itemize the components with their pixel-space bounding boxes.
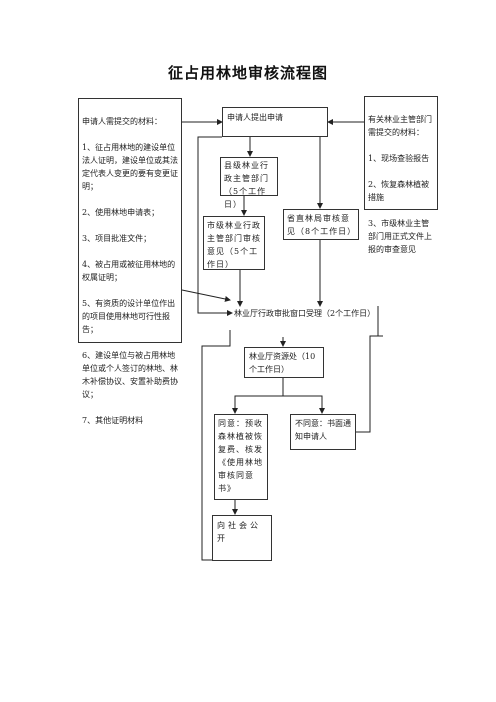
node-province: 省直林局审核意见（8个工作日） [283, 209, 359, 240]
left-material-item: 1、征占用林地的建设单位法人证明，建设单位或其法定代表人变更的要有变更证明； [82, 143, 178, 191]
left-material-item: 4、被占用或被征用林地的权属证明； [82, 260, 176, 282]
arrow-materials-to-window [181, 289, 231, 302]
node-county: 县级林业行政主管部门（5个工作日） [220, 157, 278, 209]
node-apply: 申请人提出申请 [222, 107, 328, 137]
right-material-item: 1、现场查验报告 [368, 154, 430, 163]
arrow-apply-to-window [197, 136, 233, 316]
loop-public-to-window [201, 330, 231, 561]
right-material-item: 2、恢复森林植被措施 [368, 180, 430, 202]
node-agree: 同意：预收森林植被恢复费、核发《使用林地审核同意书》 [214, 414, 268, 500]
left-material-item: 7、其他证明材料 [82, 416, 144, 425]
right-materials-heading: 有关林业主管部门需提交的材料： [368, 115, 432, 137]
left-materials-box: 申请人需提交的材料： 1、征占用林地的建设单位法人证明，建设单位或其法定代表人变… [78, 98, 182, 425]
arrow-split-to-outcomes [234, 395, 325, 414]
node-window: 林业厅行政审批窗口受理（2个工作日） [234, 309, 376, 318]
left-material-item: 5、有资质的设计单位作出的项目使用林地可行性报告； [82, 299, 176, 334]
page-title: 征占用林地审核流程图 [167, 64, 328, 82]
left-materials-heading: 申请人需提交的材料： [82, 117, 162, 126]
node-disagree: 不同意：书面通知申请人 [290, 414, 356, 450]
right-material-item: 3、市级林业主管部门用正式文件上报的审查意见 [368, 219, 432, 254]
left-material-item: 6、建设单位与被占用林地单位或个人签订的林地、林木补偿协议、安置补助费协议； [82, 351, 178, 399]
node-city: 市级林业行政主管部门审核意见（5个工作日） [203, 216, 265, 270]
loop-disagree-to-right [356, 335, 383, 433]
left-material-item: 3、项目批准文件； [82, 234, 152, 243]
left-material-item: 2、使用林地申请表； [82, 208, 160, 217]
right-materials-box: 有关林业主管部门需提交的材料： 1、现场查验报告 2、恢复森林植被措施 3、市级… [364, 96, 438, 254]
node-resource: 林业厅资源处（10个工作日） [244, 347, 324, 378]
node-public: 向社会公开 [212, 515, 272, 561]
